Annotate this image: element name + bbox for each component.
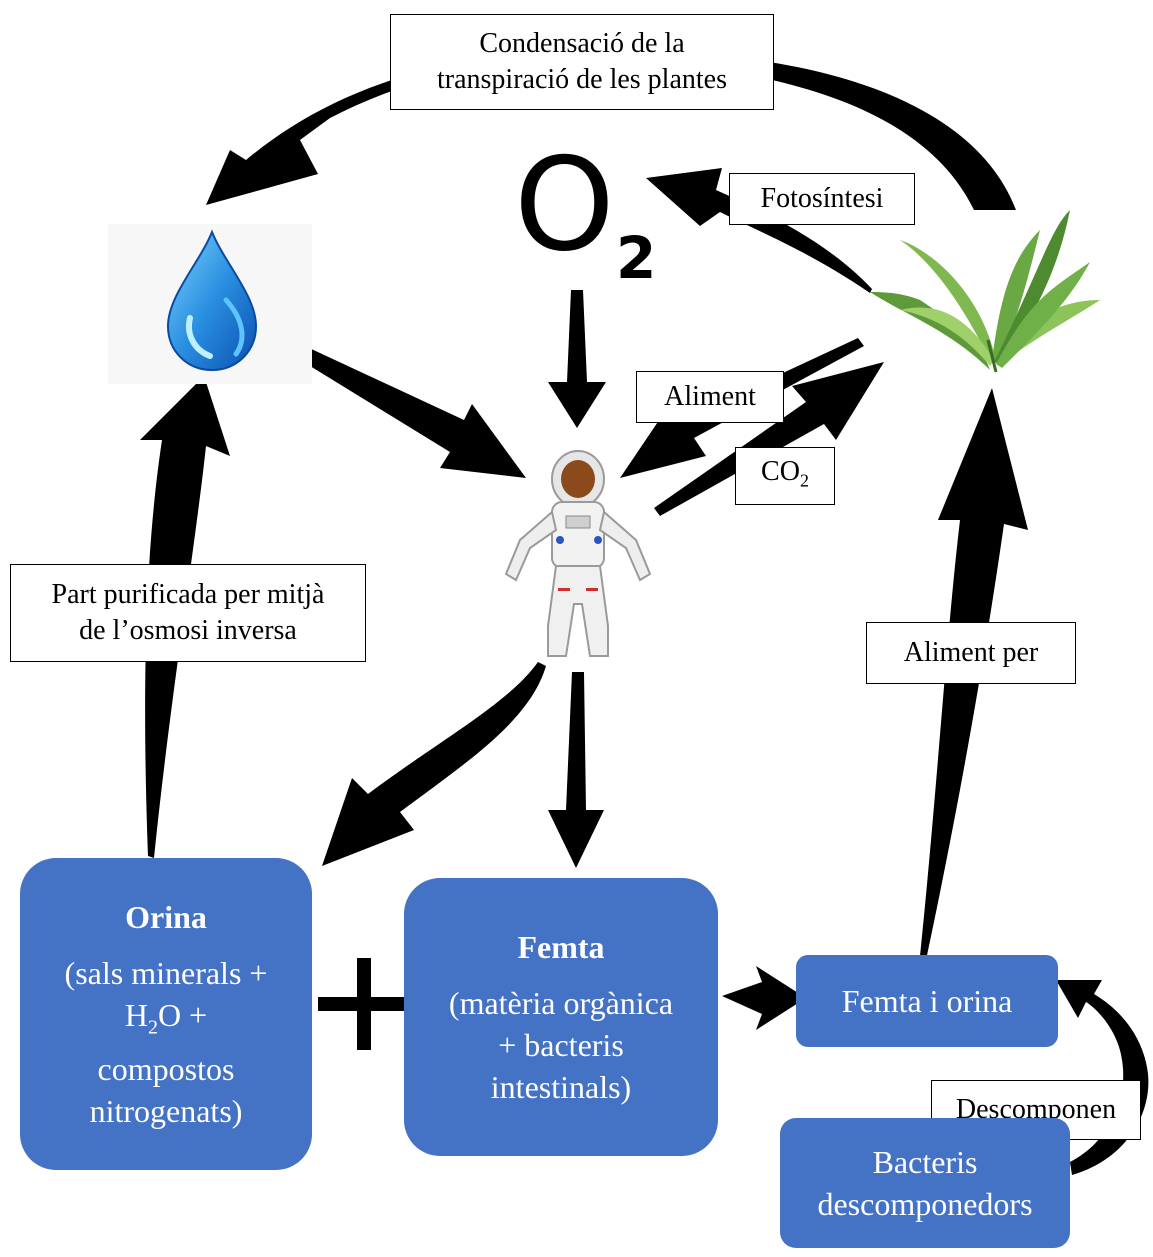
oxygen-symbol: O 2 (514, 136, 664, 289)
label-condensation-line2: transpiració de les plantes (436, 64, 727, 95)
box-feces-line2: + bacteris (498, 1027, 624, 1063)
label-food-text: Aliment (664, 381, 756, 412)
label-food: Aliment (636, 371, 784, 423)
h2o-subscript: 2 (147, 1016, 158, 1039)
box-mixed: Femta i orina (796, 955, 1058, 1047)
h2o-o: O + (157, 996, 208, 1033)
plant-leaves (870, 210, 1100, 373)
box-urine-h2o: H2O + (125, 994, 207, 1048)
oxygen-subscript: 2 (616, 224, 657, 292)
arrow-co2 (654, 362, 884, 516)
water-drop-highlight (186, 315, 213, 359)
label-photosynthesis: Fotosíntesi (729, 173, 915, 225)
arrow-feces-to-mixed (722, 966, 806, 1030)
label-purified-line1: Part purificada per mitjà (51, 579, 325, 610)
box-urine-line4: nitrogenats) (89, 1093, 243, 1130)
label-food-for-text: Aliment per (903, 637, 1039, 668)
arrow-water-to-astronaut (284, 340, 526, 478)
label-condensation-line1: Condensació de la (479, 28, 685, 59)
arrow-purified (140, 376, 230, 858)
arrow-photosynthesis (646, 168, 872, 293)
plus-sign (318, 958, 410, 1050)
label-condensation: Condensació de la transpiració de les pl… (390, 14, 774, 110)
box-urine-title: Orina (125, 898, 207, 935)
box-bacteria-line1: Bacteris (872, 1144, 978, 1180)
box-urine-line3: compostos (97, 1051, 235, 1088)
astronaut-figure (504, 450, 652, 657)
label-purified: Part purificada per mitjà de l’osmosi in… (10, 564, 366, 662)
box-mixed-text: Femta i orina (841, 983, 1013, 1019)
box-feces-line1: (matèria orgànica (448, 985, 674, 1021)
label-food-for: Aliment per (866, 622, 1076, 684)
box-bacteria-line2: descomponedors (817, 1186, 1033, 1222)
arrow-astronaut-to-feces (548, 672, 604, 868)
arrow-oxygen-to-astronaut (548, 290, 606, 428)
box-feces-title: Femta (517, 929, 605, 965)
co2-subscript: 2 (799, 470, 809, 491)
label-purified-line2: de l’osmosi inversa (79, 615, 297, 646)
label-co2: CO2 (735, 447, 835, 505)
box-urine-line1: (sals minerals + (64, 954, 268, 991)
h2o-h: H (124, 996, 148, 1033)
arrow-condensation-arc (206, 50, 1016, 210)
water-drop-shine (223, 297, 245, 357)
label-photosynthesis-text: Fotosíntesi (760, 183, 884, 214)
plus-vertical (357, 958, 371, 1050)
arrow-astronaut-to-urine (322, 662, 546, 866)
oxygen-letter: O (514, 131, 615, 280)
box-bacteria: Bacteris descomponedors (780, 1118, 1070, 1248)
co2-base: CO (761, 455, 800, 487)
box-feces: Femta (matèria orgànica + bacteris intes… (404, 878, 718, 1156)
box-feces-line3: intestinals) (490, 1069, 632, 1105)
label-co2-text: CO2 (761, 454, 809, 499)
box-urine: Orina (sals minerals + H2O + compostos n… (20, 858, 312, 1170)
